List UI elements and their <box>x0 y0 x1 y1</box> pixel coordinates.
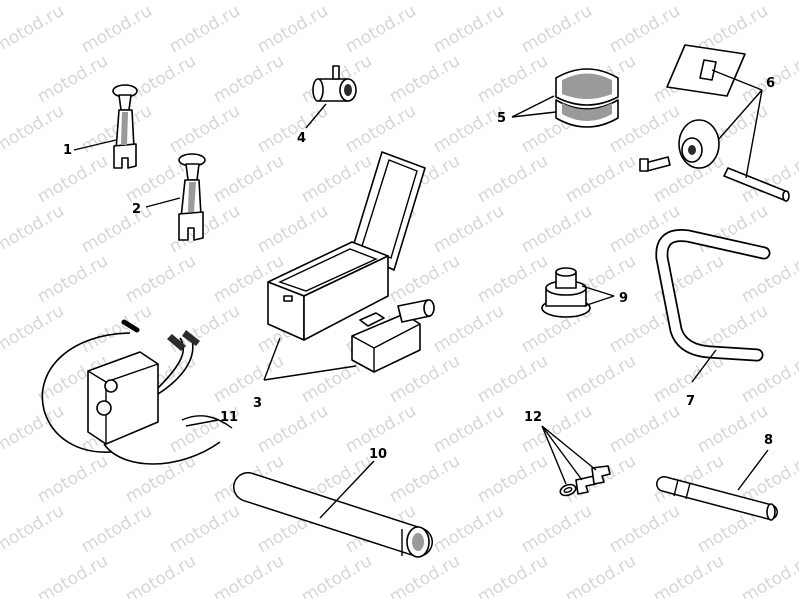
leader-9b <box>583 295 615 307</box>
leader-5b <box>511 111 557 118</box>
part-10-tube <box>233 472 433 558</box>
leader-lines <box>73 69 769 519</box>
leader-12c <box>541 425 597 471</box>
part-8-shaft <box>656 476 778 521</box>
leader-3b <box>263 365 357 381</box>
part-12-clips <box>559 465 611 497</box>
leader-4 <box>305 103 327 129</box>
leader-11 <box>185 419 219 427</box>
callout-4: 4 <box>297 131 306 146</box>
leader-12b <box>541 425 583 481</box>
callout-labels: 1 2 3 4 5 6 7 8 9 10 11 12 <box>63 76 775 462</box>
part-3-tool-case <box>267 151 435 373</box>
leader-10 <box>319 460 375 519</box>
leader-8 <box>737 449 769 491</box>
callout-11: 11 <box>220 410 238 425</box>
part-9-adapter <box>541 267 591 318</box>
leader-9a <box>581 285 615 297</box>
callout-3: 3 <box>253 396 262 411</box>
leader-6c <box>745 89 763 179</box>
part-7-bent-rod <box>655 228 771 362</box>
callout-7: 7 <box>686 394 695 409</box>
leader-1 <box>73 139 117 151</box>
callout-2: 2 <box>132 202 141 217</box>
callout-8: 8 <box>764 433 773 448</box>
leader-5a <box>511 95 555 118</box>
leader-6b <box>717 89 763 141</box>
callout-1: 1 <box>63 143 72 158</box>
callout-12: 12 <box>524 410 542 425</box>
part-6-plate-cam-pin <box>639 44 790 202</box>
callout-9: 9 <box>619 291 628 306</box>
part-2-holder-tool <box>178 153 206 241</box>
part-1-holder-tool <box>112 84 138 169</box>
leader-3a <box>263 337 281 381</box>
part-4-bushing <box>312 65 357 102</box>
leader-2 <box>145 197 181 208</box>
part-5-split-collar <box>555 68 619 128</box>
callout-10: 10 <box>369 447 387 462</box>
leader-12a <box>541 425 567 485</box>
callout-5: 5 <box>497 111 506 126</box>
callout-6: 6 <box>766 76 775 91</box>
leader-6a <box>711 69 763 91</box>
part-11-tester <box>41 319 233 465</box>
leader-7 <box>691 349 717 383</box>
